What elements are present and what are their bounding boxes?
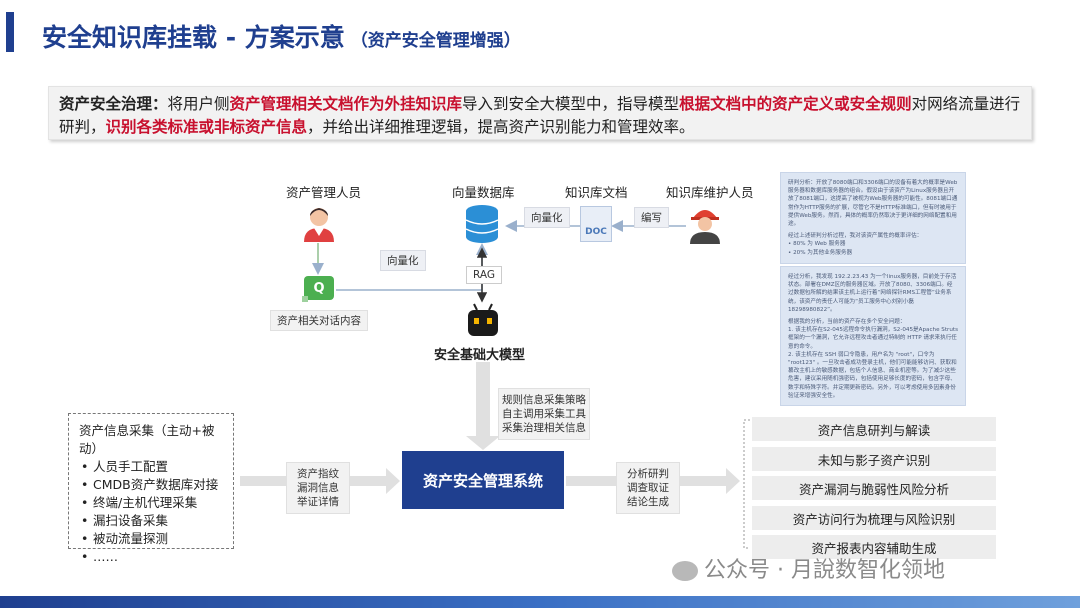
- governance-text-4: ，并给出详细推理逻辑，提高资产识别能力和管理效率。: [307, 118, 695, 136]
- maintainer-icon: [690, 210, 720, 244]
- chat-note: 资产相关对话内容: [270, 310, 368, 331]
- panel1-lead: 经过上述研判分析过程，我对该资产属性的概率评估：: [788, 233, 923, 240]
- arrow-llm-to-system: [466, 362, 500, 450]
- title-accent-bar: [6, 12, 14, 52]
- footer-bar: [0, 596, 1080, 608]
- panel1-item: • 20% 为其他业务服务器: [788, 249, 853, 256]
- strategy-note-line-3: 采集治理相关信息: [502, 422, 586, 434]
- collection-item: ……: [81, 548, 223, 566]
- asset-collection-box: 资产信息采集（主动+被动） 人员手工配置 CMDB资产数据库对接 终端/主机代理…: [68, 413, 234, 566]
- kb-docs-label: 知识库文档: [565, 185, 628, 200]
- asset-security-system: 资产安全管理系统: [402, 451, 564, 509]
- asset-input-tag-line-1: 资产指纹: [297, 468, 339, 480]
- vectorize-label-right: 向量化: [524, 207, 570, 228]
- rag-label: RAG: [466, 266, 503, 284]
- doc-file-icon: DOC: [580, 206, 612, 242]
- database-icon: [465, 205, 499, 243]
- output-item: 资产漏洞与脆弱性风险分析: [752, 476, 996, 500]
- strategy-note-line-2: 自主调用采集工具: [502, 408, 586, 420]
- panel1-item-text: 20% 为其他业务服务器: [793, 249, 853, 256]
- vector-db-label: 向量数据库: [452, 185, 515, 200]
- governance-text-2: 导入到安全大模型中，指导模型: [462, 95, 680, 113]
- write-label: 编写: [634, 207, 669, 228]
- collection-list: 人员手工配置 CMDB资产数据库对接 终端/主机代理采集 漏扫设备采集 被动流量…: [79, 458, 223, 566]
- strategy-note-line-1: 规则信息采集策略: [502, 394, 586, 406]
- analysis-tag-line-1: 分析研判: [627, 468, 669, 480]
- governance-highlight-3: 识别各类标准或非标资产信息: [105, 118, 308, 136]
- panel2-item: 2. 该主机存在 SSH 弱口令隐患，用户名为 "root"，口令为 "root…: [788, 351, 957, 399]
- analysis-tag: 分析研判 调查取证 结论生成: [616, 462, 680, 514]
- llm-label: 安全基础大模型: [434, 348, 526, 363]
- panel1-item-text: 80% 为 Web 服务器: [793, 241, 846, 248]
- asset-manager-label: 资产管理人员: [286, 185, 362, 200]
- asset-input-tag-line-2: 漏洞信息: [297, 482, 339, 494]
- governance-text-1: 将用户侧: [167, 95, 230, 113]
- outputs-bracket: [743, 419, 750, 549]
- asset-input-tag-line-3: 举证详情: [297, 496, 339, 508]
- output-item: 资产访问行为梳理与风险识别: [752, 506, 996, 530]
- robot-icon: [468, 303, 498, 336]
- asset-manager-icon: [304, 208, 334, 242]
- panel1-item: • 80% 为 Web 服务器: [788, 241, 846, 248]
- analysis-tag-line-3: 结论生成: [627, 496, 669, 508]
- chat-icon: Q: [304, 276, 334, 300]
- page-title-main: 安全知识库挂载 - 方案示意: [42, 23, 345, 52]
- page-title: 安全知识库挂载 - 方案示意（资产安全管理增强）: [42, 18, 521, 54]
- collection-item: 人员手工配置: [81, 458, 223, 476]
- governance-label: 资产安全治理：: [59, 95, 168, 113]
- panel2-lead: 根据我的分析，当前的资产存在多个安全问题：: [788, 319, 906, 326]
- chat-icon-tail: [302, 296, 308, 302]
- collection-item: 终端/主机代理采集: [81, 494, 223, 512]
- analysis-panel-2: 经过分析，我发现 192.2.23.43 为一个linux服务器，目前处于存活状…: [780, 266, 966, 406]
- governance-description: 资产安全治理：将用户侧资产管理相关文档作为外挂知识库导入到安全大模型中，指导模型…: [48, 86, 1032, 140]
- panel2-item-text: 该主机存在S2-045远程命令执行漏洞，S2-045是Apache Struts…: [788, 327, 958, 350]
- wechat-icon: [672, 561, 698, 581]
- output-item: 资产报表内容辅助生成: [752, 535, 996, 559]
- output-item: 资产信息研判与解读: [752, 417, 996, 441]
- panel1-text: 研判分析：开放了8080端口和3306端口的设备有着大的概率是Web服务器和数据…: [788, 180, 958, 228]
- output-item: 未知与影子资产识别: [752, 447, 996, 471]
- governance-text-3: 对网络流量进行研判，: [59, 95, 1021, 136]
- governance-highlight-2: 根据文档中的资产定义或安全规则: [679, 95, 912, 113]
- panel2-item: 1. 该主机存在S2-045远程命令执行漏洞，S2-045是Apache Str…: [788, 327, 958, 350]
- panel2-text: 经过分析，我发现 192.2.23.43 为一个linux服务器，目前处于存活状…: [788, 274, 957, 313]
- kb-maintainer-label: 知识库维护人员: [666, 185, 754, 200]
- vectorize-label-left: 向量化: [380, 250, 426, 271]
- watermark-text: 公众号 · 月說数智化领地: [704, 558, 945, 583]
- collection-item: 漏扫设备采集: [81, 512, 223, 530]
- strategy-note: 规则信息采集策略 自主调用采集工具 采集治理相关信息: [498, 388, 590, 440]
- analysis-tag-line-2: 调查取证: [627, 482, 669, 494]
- page-title-sub: （资产安全管理增强）: [350, 31, 521, 51]
- watermark: 公众号 · 月說数智化领地: [672, 552, 945, 584]
- collection-item: 被动流量探测: [81, 530, 223, 548]
- asset-input-tag: 资产指纹 漏洞信息 举证详情: [286, 462, 350, 514]
- collection-item: CMDB资产数据库对接: [81, 476, 223, 494]
- collection-title: 资产信息采集（主动+被动）: [79, 423, 215, 456]
- panel2-item-text: 该主机存在 SSH 弱口令隐患，用户名为 "root"，口令为 "root123…: [788, 351, 957, 399]
- analysis-panel-1: 研判分析：开放了8080端口和3306端口的设备有着大的概率是Web服务器和数据…: [780, 172, 966, 264]
- governance-highlight-1: 资产管理相关文档作为外挂知识库: [229, 95, 463, 113]
